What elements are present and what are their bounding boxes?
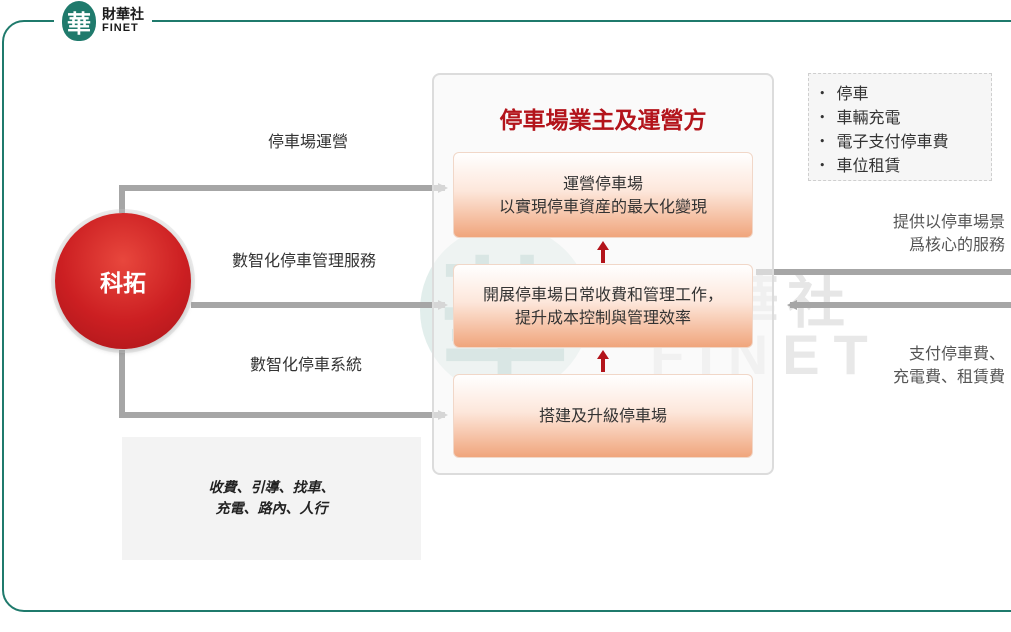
list-item: 車位租賃: [819, 155, 991, 179]
outer-frame: [2, 20, 1011, 612]
finet-logo-mark: 華: [62, 1, 96, 41]
up-arrow-icon: [597, 241, 609, 263]
step-operate-line2: 以實現停車資産的最大化變現: [498, 197, 707, 216]
provide-service-label: 提供以停車場景 爲核心的服務: [893, 210, 1005, 256]
flow-label-operation: 停車場運營: [268, 132, 349, 151]
finet-logo: 華 財華社 FINET: [54, 0, 152, 42]
payment-line2: 充電費、租賃費: [892, 367, 1005, 387]
step-build-upgrade: 搭建及升級停車場: [453, 374, 753, 458]
list-item: 電子支付停車費: [819, 131, 991, 155]
keytop-hub: 科拓: [55, 213, 191, 349]
provide-service-line2: 爲核心的服務: [908, 235, 1005, 255]
list-item: 停車: [819, 83, 991, 107]
flow-line-system: [119, 350, 448, 420]
step-build-line1: 搭建及升級停車場: [538, 406, 667, 426]
flow-label-system: 數智化停車系統: [250, 355, 363, 374]
owner-operator-title: 停車場業主及運營方: [499, 107, 707, 134]
system-features-box: 收費、引導、找車、 充電、路內、人行: [122, 437, 421, 560]
step-operate-line1: 運營停車場: [562, 173, 643, 193]
flow-label-management: 數智化停車管理服務: [232, 251, 377, 270]
system-features-line2: 充電、路內、人行: [215, 500, 328, 517]
provide-service-line1: 提供以停車場景: [892, 212, 1005, 231]
step-daily-management: 開展停車場日常收費和管理工作， 提升成本控制與管理效率: [453, 264, 753, 348]
up-arrow-icon: [597, 350, 609, 372]
services-list: 停車 車輛充電 電子支付停車費 車位租賃: [819, 83, 991, 179]
logo-name-en: FINET: [102, 21, 139, 34]
logo-name-cn: 財華社: [102, 6, 144, 23]
step-management-line2: 提升成本控制與管理效率: [514, 308, 691, 327]
step-operate-parking: 運營停車場 以實現停車資産的最大化變現: [453, 152, 753, 238]
payment-line1: 支付停車費、: [908, 344, 1005, 363]
services-list-box: 停車 車輛充電 電子支付停車費 車位租賃: [808, 73, 992, 181]
payment-label: 支付停車費、 充電費、租賃費: [893, 342, 1005, 388]
flow-line-operation: [119, 183, 448, 213]
step-management-line1: 開展停車場日常收費和管理工作，: [482, 284, 723, 304]
list-item: 車輛充電: [819, 107, 991, 131]
system-features-line1: 收費、引導、找車、: [208, 479, 335, 496]
